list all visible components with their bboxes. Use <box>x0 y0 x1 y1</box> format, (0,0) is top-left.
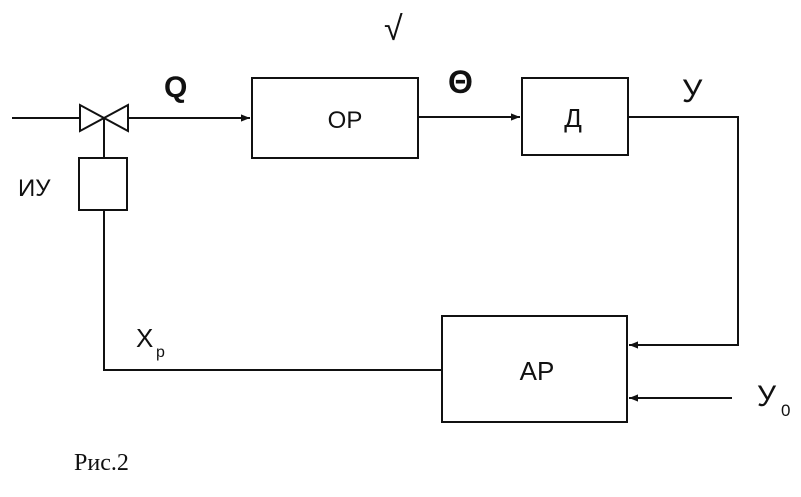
regulator-block <box>441 315 628 423</box>
check-mark: √ <box>384 10 403 48</box>
valve-icon <box>79 103 129 158</box>
object-block <box>251 77 419 159</box>
actuator-label: ИУ <box>18 175 51 202</box>
theta-label: Θ <box>448 64 473 100</box>
output-label: У <box>682 73 703 109</box>
setpoint-subscript: 0 <box>781 401 790 420</box>
actuator-box <box>78 157 128 211</box>
control-label: Х <box>136 323 153 353</box>
control-subscript: р <box>156 344 165 361</box>
feedback-arrow <box>628 116 739 349</box>
control-line <box>103 210 442 371</box>
setpoint-label: У <box>757 380 777 413</box>
object-label: ОР <box>328 107 363 134</box>
figure-caption: Рис.2 <box>74 450 129 476</box>
flow-label: Q <box>164 71 187 104</box>
sensor-label: Д <box>564 103 582 133</box>
sensor-block <box>521 77 629 156</box>
regulator-label: АР <box>520 356 555 386</box>
